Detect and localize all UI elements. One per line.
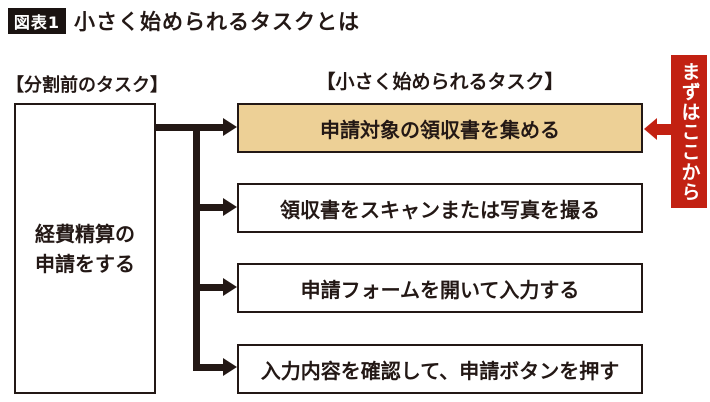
before-task-line1: 経費精算の — [35, 221, 135, 246]
before-column-header: 【分割前のタスク】 — [6, 75, 168, 96]
connector-line-top — [155, 124, 225, 131]
connector-branch-3 — [200, 284, 225, 291]
task-label-3: 申請フォームを開いて入力する — [300, 277, 580, 302]
callout-banner: まずはここから — [671, 55, 707, 208]
callout-arrow-left-icon — [644, 118, 657, 140]
callout-label: まずはここから — [678, 61, 701, 202]
figure-title: 小さく始められるタスクとは — [74, 10, 360, 34]
task-box-3: 申請フォームを開いて入力する — [237, 263, 643, 313]
connector-trunk-line — [193, 124, 200, 371]
arrow-right-icon — [223, 198, 237, 216]
task-box-2: 領収書をスキャンまたは写真を撮る — [237, 183, 643, 233]
connector-branch-2 — [200, 204, 225, 211]
connector-branch-4 — [193, 364, 225, 371]
before-task-box: 経費精算の 申請をする — [14, 103, 156, 394]
arrow-right-icon — [223, 358, 237, 376]
callout-arrow-shaft — [656, 124, 671, 135]
task-box-1: 申請対象の領収書を集める — [237, 103, 643, 153]
figure-number-badge: 図表1 — [8, 8, 66, 34]
task-box-4: 入力内容を確認して、申請ボタンを押す — [237, 344, 643, 394]
task-label-4: 入力内容を確認して、申請ボタンを押す — [260, 358, 620, 383]
task-label-1: 申請対象の領収書を集める — [320, 117, 560, 142]
before-task-line2: 申請をする — [35, 251, 135, 276]
after-column-header: 【小さく始められるタスク】 — [316, 71, 564, 93]
arrow-right-icon — [223, 118, 237, 136]
task-label-2: 領収書をスキャンまたは写真を撮る — [280, 197, 600, 222]
arrow-right-icon — [223, 278, 237, 296]
before-task-label: 経費精算の 申請をする — [35, 219, 135, 279]
